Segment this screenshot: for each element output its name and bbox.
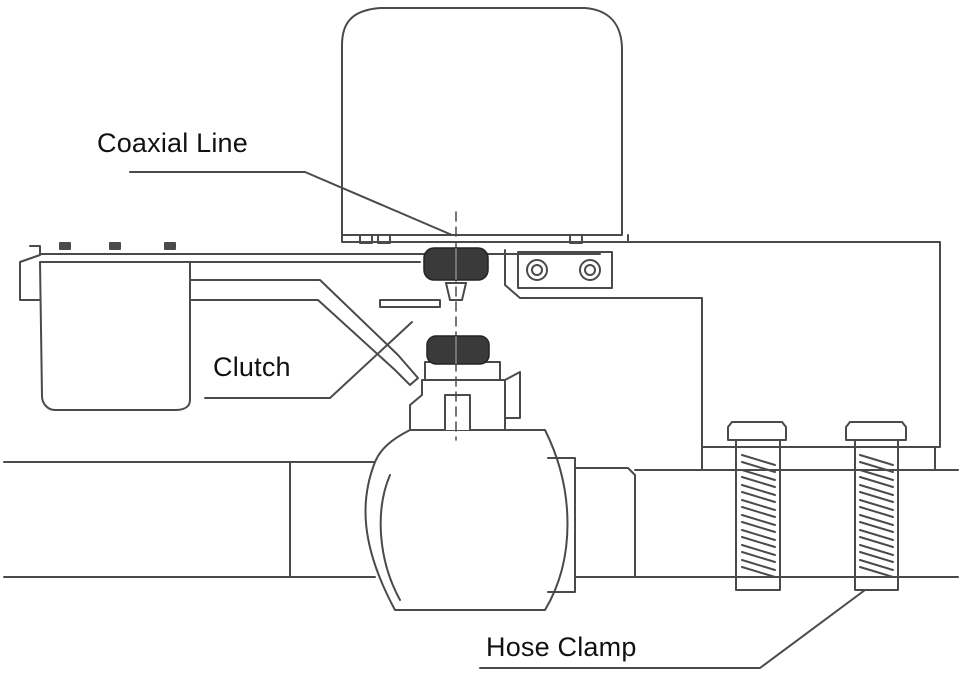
coaxial-line-leader	[129, 171, 453, 236]
hose-clamp-right	[845, 421, 907, 591]
coaxial-line-label: Coaxial Line	[97, 128, 248, 158]
hose-clamp-label: Hose Clamp	[486, 632, 637, 662]
clutch-leader	[204, 321, 413, 399]
clutch-label: Clutch	[213, 352, 291, 382]
hose-clamp-leader	[479, 589, 866, 669]
mounting-bracket	[19, 241, 941, 471]
lower-coupler	[426, 335, 490, 365]
hose-clamp-left	[727, 421, 787, 591]
shaft-tip	[444, 282, 468, 301]
valve-lever	[184, 279, 441, 386]
actuator-housing	[341, 7, 629, 244]
pipe	[3, 461, 959, 578]
ball-valve	[289, 429, 636, 611]
valve-stem	[409, 361, 521, 431]
upper-coupler	[423, 247, 489, 281]
